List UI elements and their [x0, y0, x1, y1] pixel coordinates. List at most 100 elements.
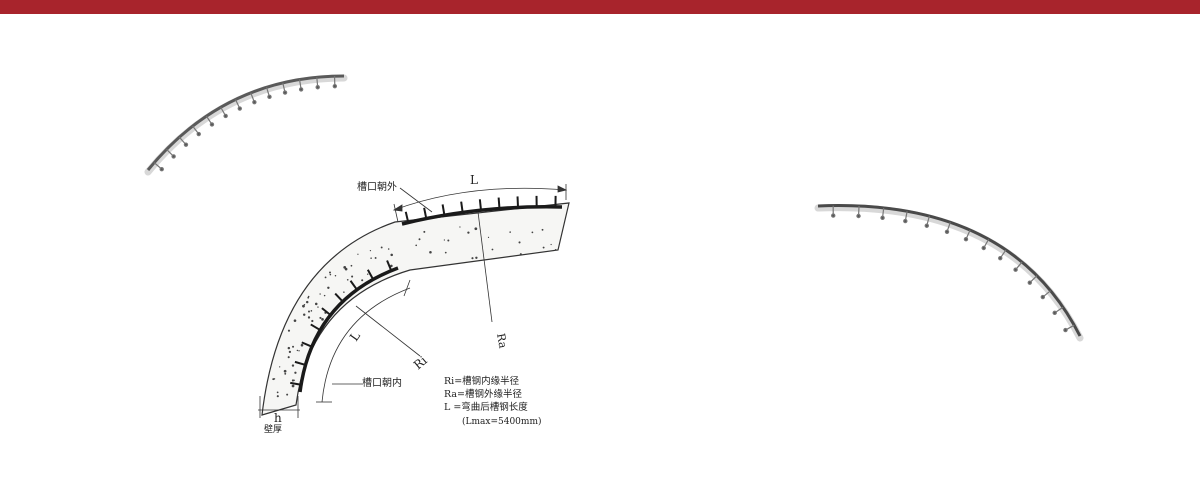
dimension-L-inner: [316, 279, 411, 403]
right-channel-anchor-head: [1063, 327, 1068, 333]
dimension-L-top: [392, 184, 568, 223]
label-outer-channel: 槽口朝外: [357, 180, 397, 193]
left-channel-anchor-head: [237, 106, 242, 111]
aggregate-dot: [344, 267, 348, 271]
aggregate-dot: [443, 239, 445, 241]
concrete-segment: [261, 202, 570, 416]
label-L-top: L: [470, 173, 478, 187]
aggregate-dot: [279, 366, 281, 368]
inner-channel-anchor: [321, 307, 332, 316]
top-banner: [0, 0, 1200, 14]
label-inner-channel: 槽口朝内: [362, 376, 402, 389]
outer-channel-anchor: [423, 207, 428, 219]
aggregate-dot: [314, 302, 318, 306]
aggregate-dot: [276, 395, 279, 398]
aggregate-dot: [287, 356, 290, 359]
radius-line-ra: [477, 211, 493, 323]
aggregate-dot: [351, 275, 354, 278]
inner-channel-anchor: [386, 260, 393, 272]
right-channel-anchor-head: [1052, 310, 1057, 316]
right-channel-anchor-head: [963, 237, 969, 242]
inner-channel-anchor: [290, 381, 302, 386]
legend: Ri=槽钢内缘半径 Ra=槽钢外缘半径 L =弯曲后槽钢长度 (Lmax=540…: [444, 375, 542, 427]
outer-channel-anchor: [460, 201, 464, 213]
aggregate-dot: [328, 271, 331, 274]
aggregate-dot: [509, 231, 511, 233]
aggregate-dot: [343, 291, 345, 293]
right-channel-anchor-head: [903, 218, 908, 224]
label-Ra: Ra: [494, 332, 510, 350]
aggregate-dot: [287, 346, 291, 350]
label-L-inner: L: [347, 329, 363, 344]
aggregate-dot: [307, 316, 311, 319]
right-channel-anchor-head: [831, 213, 836, 218]
left-channel-anchor-head: [209, 122, 215, 127]
aggregate-dot: [283, 369, 287, 373]
aggregate-dot: [471, 257, 474, 260]
aggregate-dot: [390, 253, 393, 257]
inner-channel-anchor: [310, 323, 321, 331]
aggregate-dot: [550, 243, 552, 246]
aggregate-dot: [423, 230, 426, 233]
outer-channel: [401, 195, 563, 226]
aggregate-dot: [307, 310, 311, 313]
left-channel-anchor-head: [315, 85, 320, 90]
aggregate-dot: [286, 393, 289, 396]
right-channel-anchor-head: [944, 229, 950, 234]
label-wall-thickness: 壁厚: [264, 423, 282, 435]
left-channel-anchor-head: [171, 154, 176, 159]
aggregate-dot: [334, 275, 337, 277]
aggregate-dot: [294, 371, 297, 374]
aggregate-dot: [291, 364, 295, 367]
aggregate-dot: [459, 226, 461, 228]
right-channel-anchor-head: [924, 223, 929, 228]
left-channel-anchor-head: [298, 87, 304, 92]
aggregate-dot: [366, 273, 369, 275]
right-channel-anchor-head: [1027, 280, 1032, 285]
dimension-h: [258, 396, 300, 418]
aggregate-dot: [293, 319, 297, 322]
aggregate-dot: [418, 238, 421, 241]
aggregate-dot: [307, 296, 310, 299]
aggregate-dot: [350, 264, 353, 267]
inner-channel-anchor: [334, 292, 344, 303]
aggregate-dot: [298, 350, 300, 352]
right-channel-anchor-head: [880, 215, 885, 221]
right-channel-anchor-head: [998, 255, 1003, 261]
outer-channel-anchor: [478, 199, 482, 211]
aggregate-dot: [467, 231, 470, 234]
left-channel-anchor-head: [332, 83, 338, 89]
aggregate-dot: [319, 316, 322, 319]
aggregate-dot: [303, 303, 306, 306]
left-channel-anchor-head: [183, 142, 189, 147]
left-channel-anchor-head: [267, 94, 272, 100]
aggregate-dot: [447, 239, 450, 242]
left-channel-anchor-head: [223, 113, 228, 119]
right-curved-channel-icon: [814, 204, 1084, 342]
aggregate-dot: [369, 250, 372, 252]
aggregate-dot: [302, 313, 306, 316]
aggregate-dot: [329, 273, 332, 276]
aggregate-dot: [346, 278, 349, 281]
aggregate-dot: [487, 236, 490, 238]
aggregate-dot: [324, 276, 327, 279]
radius-line-ri: [355, 305, 421, 357]
aggregate-dot: [380, 246, 383, 249]
aggregate-dot: [415, 244, 418, 247]
legend-line-4: (Lmax=5400mm): [462, 416, 542, 427]
aggregate-dot: [474, 227, 478, 231]
outer-channel-anchor: [404, 211, 410, 223]
left-channel-anchor-head: [282, 90, 288, 95]
aggregate-dot: [554, 248, 557, 251]
aggregate-dot: [284, 372, 287, 375]
inner-channel-anchor: [366, 269, 374, 280]
outer-channel-anchor: [441, 204, 446, 216]
aggregate-dot: [531, 231, 534, 234]
aggregate-dot: [305, 300, 309, 304]
aggregate-dot: [311, 319, 314, 323]
aggregate-dot: [273, 378, 276, 380]
aggregate-dot: [429, 250, 432, 254]
aggregate-dot: [387, 248, 390, 250]
aggregate-dot: [519, 253, 522, 256]
